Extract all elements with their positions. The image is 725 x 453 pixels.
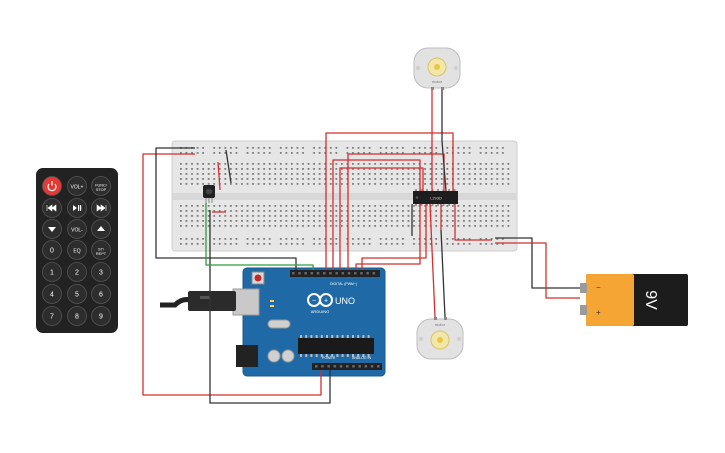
motor-bottom-label: motor — [435, 322, 446, 327]
ir-remote[interactable]: VOL+ FUNC/STOP VOL- 0 EQ ST/REPT 1 2 3 4 5 6 7 8 9 — [36, 168, 118, 333]
remote-button-label: EQ — [73, 249, 80, 255]
remote-button-label: VOL- — [71, 228, 83, 234]
remote-button-10[interactable]: EQ — [67, 240, 87, 260]
motor-top-label: motor — [432, 79, 443, 84]
usb-cable[interactable] — [160, 291, 236, 311]
remote-button-1[interactable]: VOL+ — [67, 176, 87, 196]
remote-button-label: 5 — [75, 292, 79, 299]
remote-button-15[interactable]: 4 — [42, 284, 62, 304]
remote-button-grid: VOL+ FUNC/STOP VOL- 0 EQ ST/REPT 1 2 3 4 5 6 7 8 9 — [42, 176, 111, 326]
remote-button-label: VOL+ — [71, 185, 84, 191]
arduino-uno[interactable]: − + ARDUINO UNO DIGITAL (PWM~) POWER ANA… — [232, 267, 386, 377]
motor-top[interactable]: motor — [413, 47, 461, 90]
remote-button-label: 1 — [50, 270, 54, 277]
analog-label: ANALOG IN — [352, 356, 372, 360]
remote-button-label: REPT — [96, 252, 107, 256]
remote-button-label: 0 — [50, 248, 54, 255]
svg-text:−: − — [312, 298, 316, 305]
remote-button-16[interactable]: 5 — [67, 284, 87, 304]
wire-red-main — [142, 153, 322, 396]
wire-red-jumper — [212, 161, 226, 213]
mcu-pins — [300, 335, 370, 357]
down-arrow-icon — [48, 227, 56, 232]
wires[interactable] — [142, 90, 580, 404]
wire-red-d3 — [339, 167, 424, 270]
play-pause-icon — [73, 205, 82, 211]
arduino-brand: ARDUINO — [311, 309, 329, 314]
wire-red-d2 — [332, 159, 421, 270]
digital-label: DIGITAL (PWM~) — [330, 282, 357, 286]
remote-button-label: 7 — [50, 314, 54, 321]
breadboard-holes — [180, 147, 510, 245]
remote-button-6[interactable] — [42, 219, 62, 239]
wire-red-d5 — [355, 204, 421, 270]
breadboard[interactable] — [171, 140, 518, 252]
battery-9v[interactable]: − + 9V — [580, 274, 688, 326]
remote-button-11[interactable]: ST/REPT — [91, 240, 111, 260]
remote-button-8[interactable] — [91, 219, 111, 239]
wire-motor-bot-b — [440, 229, 446, 318]
remote-button-label: 8 — [75, 314, 79, 321]
wire-motor-top-c — [441, 140, 447, 192]
remote-button-3[interactable] — [42, 198, 62, 218]
skip-forward-icon — [96, 204, 107, 212]
motor-driver-chip[interactable]: L293D — [413, 189, 458, 206]
remote-button-label: 2 — [75, 270, 79, 277]
wire-battery-red — [495, 242, 580, 299]
remote-button-19[interactable]: 8 — [67, 306, 87, 326]
arduino-logo: − + — [307, 293, 333, 307]
remote-button-7[interactable]: VOL- — [67, 219, 87, 239]
remote-button-label: ST/ — [98, 247, 105, 251]
remote-button-14[interactable]: 3 — [91, 262, 111, 282]
arduino-model: UNO — [335, 296, 355, 306]
battery-plus: + — [596, 308, 601, 317]
svg-text:+: + — [324, 298, 328, 305]
remote-button-label: 3 — [99, 270, 103, 277]
remote-button-13[interactable]: 2 — [67, 262, 87, 282]
ir-receiver[interactable] — [203, 185, 215, 203]
wire-red-vcc — [454, 204, 492, 241]
battery-minus: − — [596, 283, 601, 292]
wire-motor-bot-a — [429, 203, 436, 318]
remote-button-5[interactable] — [91, 198, 111, 218]
remote-button-label: 9 — [99, 314, 103, 321]
remote-button-label: 6 — [99, 292, 103, 299]
wire-red-d6 — [361, 204, 427, 270]
remote-button-label: STOP — [96, 188, 107, 192]
power-icon — [47, 181, 57, 192]
wire-battery-black — [495, 237, 580, 289]
remote-button-4[interactable] — [67, 198, 87, 218]
remote-button-0[interactable] — [42, 176, 62, 196]
remote-button-label: FUNC/ — [95, 183, 108, 187]
up-arrow-icon — [97, 226, 105, 231]
motor-bottom[interactable]: motor — [416, 317, 464, 360]
remote-button-18[interactable]: 7 — [42, 306, 62, 326]
wire-red-d1 — [325, 132, 454, 270]
chip-label: L293D — [430, 196, 442, 201]
power-label: POWER — [322, 356, 336, 360]
skip-back-icon — [46, 204, 57, 212]
power-header-pins — [315, 365, 380, 368]
wire-black-jumper — [225, 149, 232, 184]
remote-button-label: 4 — [50, 292, 54, 299]
battery-label: 9V — [642, 290, 659, 310]
remote-button-9[interactable]: 0 — [42, 240, 62, 260]
remote-button-2[interactable]: FUNC/STOP — [91, 176, 111, 196]
digital-header-pins — [292, 272, 376, 275]
wire-black-main — [155, 147, 297, 270]
remote-button-12[interactable]: 1 — [42, 262, 62, 282]
remote-button-17[interactable]: 6 — [91, 284, 111, 304]
wire-black-gnd — [209, 210, 331, 404]
remote-button-20[interactable]: 9 — [91, 306, 111, 326]
wire-green-ir — [205, 203, 314, 270]
